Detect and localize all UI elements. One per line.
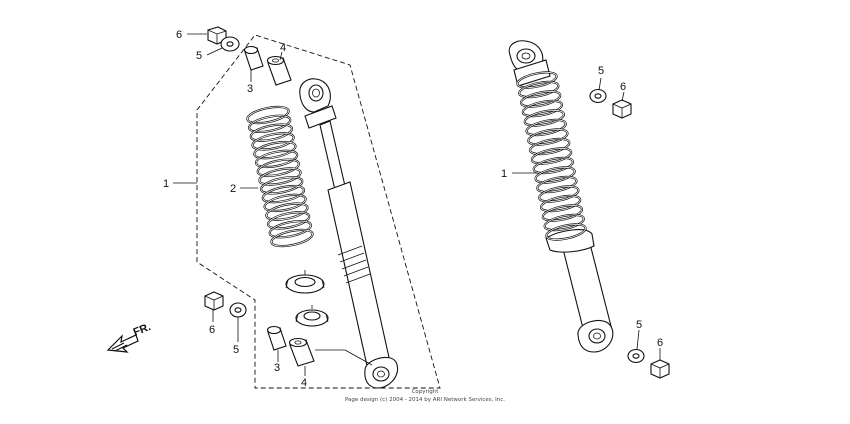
spring-coil [257,159,300,177]
label-3-bottom: 3 [274,362,280,374]
leader-lines-left [187,33,306,376]
spring-coil [269,220,312,238]
spring [246,105,314,248]
spring-adjuster [295,305,329,327]
spring-coil [253,141,296,159]
label-6-top: 6 [176,29,182,41]
label-4-bottom: 4 [301,377,307,389]
top-nut [207,26,227,45]
copyright-line-1: Copyright [412,389,440,395]
spring-coil [522,100,563,117]
assembly-boundary [196,34,441,389]
spring-coil [533,157,574,174]
leader-lines-right [512,77,661,360]
spring-coil [262,185,305,203]
damper [299,78,398,389]
spring-coil [259,167,301,186]
right-bottom-washer [627,348,645,364]
spring-coil [544,214,585,231]
spring-coil [527,129,568,145]
copyright-line-2: Page design (c) 2004 - 2014 by ARI Netwo… [345,397,505,403]
spring-coil [265,203,308,221]
label-3-top: 3 [247,83,253,95]
bottom-washer [229,302,247,318]
label-1-right: 1 [501,168,507,180]
spring-coil [542,205,583,221]
right-top-washer [589,88,607,104]
spring-coil [529,138,570,155]
spring-coil [535,167,576,183]
spring-coil [531,148,572,164]
spring-coil [264,194,307,212]
spring-coil [516,72,558,88]
label-6-right-top: 6 [620,81,626,93]
spring-coil [538,186,579,202]
spring-coil [247,106,289,124]
bottom-bushing [288,337,315,367]
spring-coil [545,224,587,240]
bottom-collar [266,325,287,351]
label-5-bottom: 5 [233,344,239,356]
assembled-shock [508,40,614,353]
spring-coil [524,110,565,126]
assembled-spring [516,71,587,241]
bottom-nut [204,291,224,311]
front-label: FR. [132,321,153,339]
spring-coil [536,176,577,193]
spring-coil [248,115,291,133]
spring-seat [285,270,325,294]
label-6-bottom: 6 [209,324,215,336]
spring-coil [526,119,567,136]
spring-coil [540,195,581,212]
spring-coil [255,150,298,168]
label-5-top: 5 [196,50,202,62]
spring-coil [518,81,559,98]
front-direction-indicator: FR. [106,321,153,353]
label-2: 2 [230,183,236,195]
spring-coil [260,176,303,194]
spring-coil [252,132,295,150]
spring-coil [267,211,310,229]
top-collar [243,45,264,71]
right-top-nut [612,99,632,119]
top-bushing [266,55,292,86]
spring-coil [520,91,561,107]
label-1-left: 1 [163,178,169,190]
label-5-right-top: 5 [598,65,604,77]
spring-coil [250,124,293,142]
label-5-right-bottom: 5 [636,319,642,331]
label-6-right-bottom: 6 [657,337,663,349]
right-bottom-nut [650,359,670,379]
spring-coil [271,229,313,247]
label-4-top: 4 [280,42,286,54]
top-washer [220,36,240,52]
